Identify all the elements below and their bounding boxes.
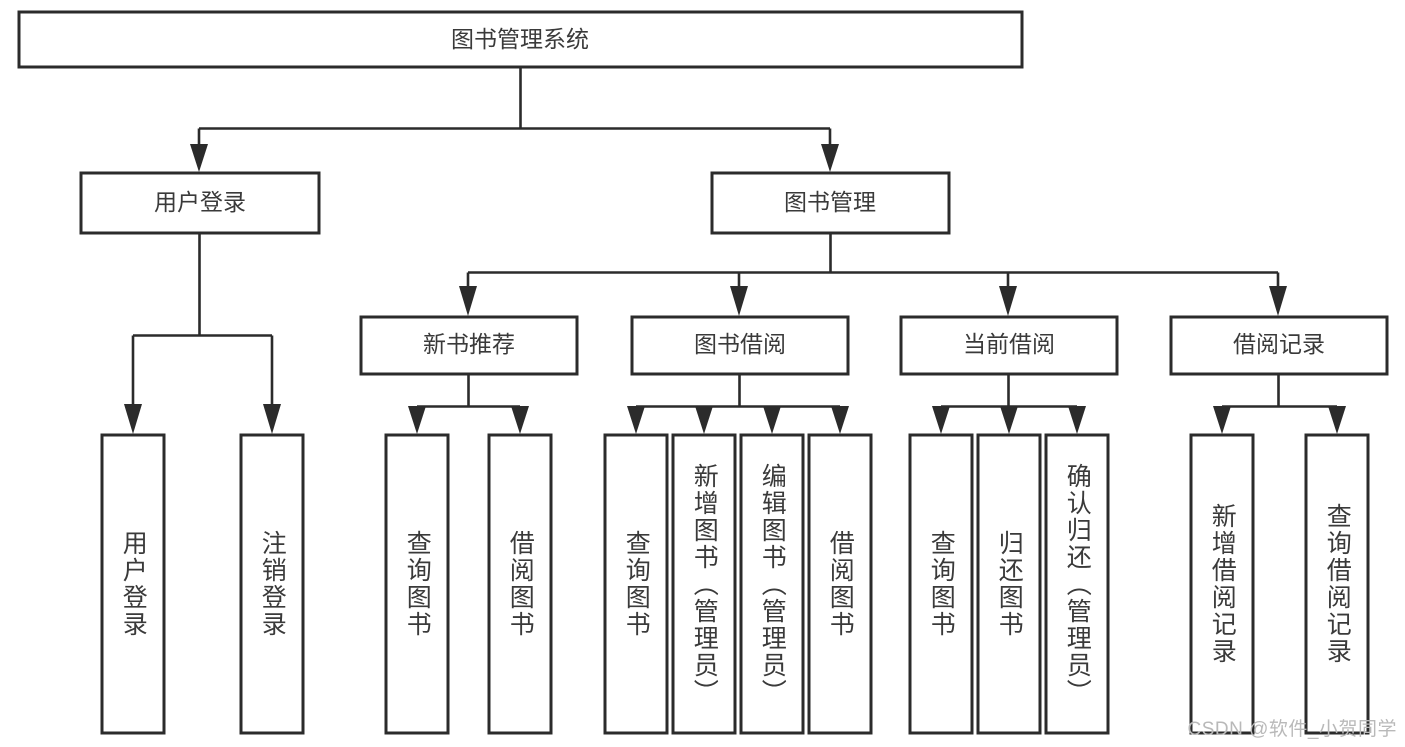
csdn-watermark: CSDN @软件_小贺同学 [1187, 719, 1397, 740]
connector-group-borrow-record [1213, 374, 1346, 434]
connector-group-current-borrow [932, 374, 1086, 434]
arrow-user-login-to-leaf-logout [263, 404, 281, 434]
node-leaf-borrow-book-2-label: 借阅图书 [826, 530, 855, 638]
node-leaf-query-record[interactable] [1304, 433, 1370, 735]
arrow-root-to-user-login [190, 144, 208, 172]
arrow-nbr-to-borrow-book [511, 406, 529, 434]
node-leaf-logout[interactable] [239, 433, 305, 735]
arrow-root-to-book-management [821, 144, 839, 172]
node-root[interactable] [17, 10, 1024, 69]
arrow-cb-to-return-book [1000, 406, 1018, 434]
node-leaf-add-book[interactable] [671, 433, 737, 735]
node-user-login[interactable] [79, 171, 321, 235]
node-current-borrow[interactable] [899, 315, 1119, 376]
arrow-bm-to-borrow-record [1269, 286, 1287, 316]
node-leaf-borrow-book-1-label: 借阅图书 [506, 530, 535, 638]
node-leaf-query-book-1[interactable] [384, 433, 450, 735]
node-leaf-logout-label: 注销登录 [258, 530, 287, 638]
arrow-bb-to-query-book [627, 406, 645, 434]
node-leaf-confirm-return[interactable] [1044, 433, 1110, 735]
arrow-cb-to-confirm-return [1068, 406, 1086, 434]
node-leaf-return-book-label: 归还图书 [995, 530, 1024, 638]
connector-group-new-book-recommend [408, 374, 529, 434]
node-book-management-label: 图书管理 [784, 189, 876, 215]
connector-group-book-borrow [627, 374, 849, 434]
arrow-bb-to-edit-book [763, 406, 781, 434]
node-leaf-user-login[interactable] [100, 433, 166, 735]
node-current-borrow-label: 当前借阅 [963, 331, 1055, 357]
node-root-label: 图书管理系统 [451, 26, 589, 52]
node-leaf-query-book-3-label: 查询图书 [927, 530, 956, 638]
node-user-login-label: 用户登录 [154, 189, 246, 215]
node-new-book-recommend-label: 新书推荐 [423, 331, 515, 357]
node-leaf-query-record-label: 查询借阅记录 [1323, 503, 1352, 665]
connector-group-user-login [124, 233, 281, 434]
arrow-user-login-to-leaf-user-login [124, 404, 142, 434]
node-leaf-add-book-label: 新增图书（管理员） [690, 462, 719, 706]
connector-group-root [190, 67, 839, 172]
node-leaf-query-book-1-label: 查询图书 [403, 530, 432, 638]
arrow-nbr-to-query-book [408, 406, 426, 434]
node-new-book-recommend[interactable] [359, 315, 579, 376]
arrow-bm-to-new-book-recommend [459, 286, 477, 316]
node-borrow-record[interactable] [1169, 315, 1389, 376]
node-leaf-user-login-label: 用户登录 [119, 530, 148, 638]
arrow-bb-to-borrow-book [831, 406, 849, 434]
arrow-br-to-add-record [1213, 406, 1231, 434]
node-borrow-record-label: 借阅记录 [1233, 331, 1325, 357]
arrow-cb-to-query-book [932, 406, 950, 434]
connector-group-book-management [459, 233, 1287, 316]
node-leaf-add-record-label: 新增借阅记录 [1208, 503, 1237, 665]
arrow-bm-to-book-borrow [730, 286, 748, 316]
node-leaf-query-book-2-label: 查询图书 [622, 530, 651, 638]
node-leaf-add-record[interactable] [1189, 433, 1255, 735]
node-leaf-query-book-3[interactable] [908, 433, 974, 735]
node-leaf-borrow-book-2[interactable] [807, 433, 873, 735]
arrow-bm-to-current-borrow [999, 286, 1017, 316]
node-leaf-return-book[interactable] [976, 433, 1042, 735]
node-book-borrow-label: 图书借阅 [694, 331, 786, 357]
arrow-bb-to-add-book [695, 406, 713, 434]
node-book-management[interactable] [710, 171, 951, 235]
node-leaf-confirm-return-label: 确认归还（管理员） [1063, 462, 1092, 706]
node-leaf-edit-book[interactable] [739, 433, 805, 735]
arrow-br-to-query-record [1328, 406, 1346, 434]
node-leaf-borrow-book-1[interactable] [487, 433, 553, 735]
node-leaf-edit-book-label: 编辑图书（管理员） [758, 462, 787, 706]
node-book-borrow[interactable] [630, 315, 850, 376]
node-leaf-query-book-2[interactable] [603, 433, 669, 735]
